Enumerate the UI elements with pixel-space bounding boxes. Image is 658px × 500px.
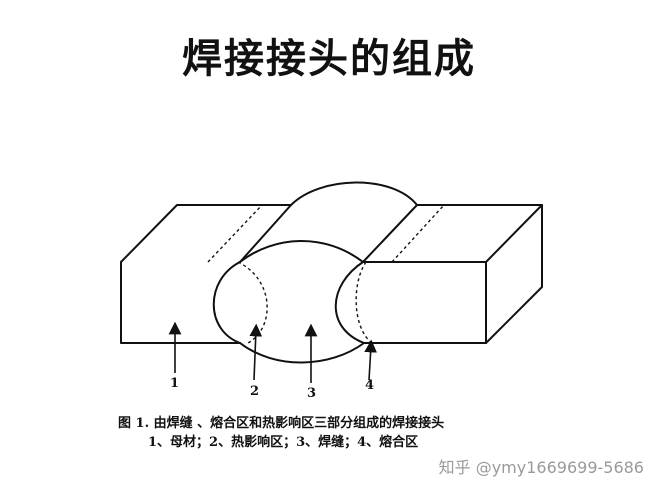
left-plate-top-face xyxy=(120,204,292,263)
left-plate-front-face xyxy=(120,261,241,344)
right-plate-groove xyxy=(334,261,365,344)
watermark: 知乎 @ymy1669699-5686 xyxy=(438,458,644,477)
weld-cap-top xyxy=(290,181,418,206)
arrow-2 xyxy=(249,323,263,381)
right-haz-top-boundary xyxy=(391,204,445,263)
label-4: 4 xyxy=(365,378,374,393)
label-2: 2 xyxy=(250,384,259,399)
page-title: 焊接接头的组成 xyxy=(182,36,476,82)
figure-caption: 图 1. 由焊缝 、熔合区和热影响区三部分组成的焊接接头 1、母材；2、热影响区… xyxy=(118,414,444,452)
weld-face-upper xyxy=(239,240,364,263)
right-plate-side-face xyxy=(485,204,543,344)
weld-face-lower xyxy=(239,342,365,364)
left-plate-groove xyxy=(212,261,241,344)
arrow-4 xyxy=(364,339,378,381)
label-3: 3 xyxy=(307,386,316,401)
caption-line-2: 1、母材；2、热影响区；3、焊缝；4、熔合区 xyxy=(148,435,419,450)
left-haz-top-boundary xyxy=(207,204,263,263)
right-plate-front-face xyxy=(363,261,487,344)
caption-line-1: 图 1. 由焊缝 、熔合区和热影响区三部分组成的焊接接头 xyxy=(118,416,445,431)
left-haz-front-boundary xyxy=(237,261,268,344)
right-haz-front-boundary xyxy=(355,261,373,344)
label-1: 1 xyxy=(170,376,179,391)
right-plate-top-face xyxy=(362,204,543,263)
